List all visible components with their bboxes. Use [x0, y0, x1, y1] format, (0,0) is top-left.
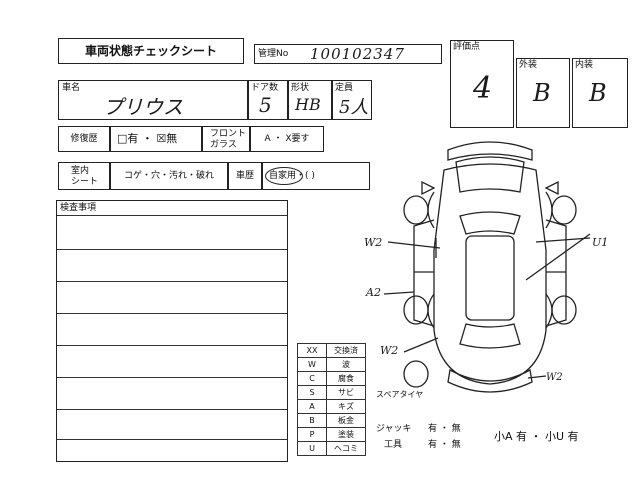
legend-code: S — [297, 385, 327, 400]
repair-options: □有 ・ ☒無 — [110, 126, 202, 152]
shape-value: HB — [295, 95, 321, 114]
interior-rating-box: 内装 B — [572, 58, 628, 128]
doors-label: ドア数 — [251, 83, 279, 93]
overall-rating-value: 4 — [473, 71, 493, 106]
car-name-value: プリウス — [103, 95, 183, 119]
wheel-front-right — [551, 195, 577, 225]
right-side — [545, 219, 567, 327]
mark-a2-left-line — [383, 291, 415, 295]
car-diagram — [383, 141, 591, 393]
usage-label: 車歴 — [228, 162, 262, 190]
legend-meaning: 板金 — [326, 413, 366, 428]
shape-label: 形状 — [291, 83, 310, 93]
usage-circle-mark — [265, 167, 303, 185]
legend-code: U — [297, 441, 327, 456]
repair-label: 修復歴 — [70, 134, 98, 144]
mark-u1-right: U1 — [592, 236, 609, 249]
legend-code: P — [297, 427, 327, 442]
interior-label-box: 室内 シート — [58, 162, 110, 190]
doors-value: 5 — [259, 93, 272, 117]
legend-code: B — [297, 413, 327, 428]
car-name-label: 車名 — [62, 83, 81, 93]
exterior-rating-value: B — [533, 79, 551, 107]
roof — [465, 235, 515, 321]
capacity-value: 5人 — [339, 97, 369, 118]
management-label: 管理No — [258, 49, 289, 59]
usage-box: 自家用・( ) — [262, 162, 370, 190]
mark-u1-right-line — [525, 233, 591, 281]
shape-box: 形状 HB — [288, 80, 332, 120]
capacity-label: 定員 — [335, 83, 354, 93]
inspection-notes-box: 検査事項 — [56, 200, 288, 462]
windshield-label-box: フロント ガラス — [202, 126, 250, 152]
wheel-front-left — [403, 195, 429, 225]
legend-meaning: 塗装 — [326, 427, 366, 442]
front-bumper — [447, 141, 533, 161]
overall-rating-label: 評価点 — [453, 42, 481, 52]
doors-box: ドア数 5 — [248, 80, 288, 120]
mark-w2-left: W2 — [364, 236, 383, 249]
wheel-rear-left — [403, 295, 429, 325]
hood — [455, 156, 525, 193]
tools-value: 有 ・ 無 — [428, 440, 461, 450]
damage-summary: 小A 有 ・ 小U 有 — [494, 430, 579, 443]
windshield — [459, 211, 521, 235]
legend-code: W — [297, 357, 327, 372]
rear-bumper — [447, 368, 533, 393]
mark-w2-rear: W2 — [546, 372, 563, 383]
tools-label: 工具 — [384, 440, 403, 450]
rear-window — [459, 323, 521, 349]
interior-rating-label: 内装 — [575, 60, 594, 70]
mark-a2-left: A2 — [366, 286, 381, 299]
windshield-label: フロント ガラス — [210, 129, 247, 150]
spare-tire — [403, 360, 429, 388]
jack-label: ジャッキ — [376, 424, 412, 434]
exterior-rating-box: 外装 B — [516, 58, 570, 128]
repair-no-checkbox[interactable]: ☒無 — [156, 132, 178, 145]
interior-label: 室内 シート — [71, 166, 99, 187]
repair-yes-checkbox[interactable]: □有 — [117, 132, 139, 145]
left-side — [413, 219, 435, 327]
legend-code: A — [297, 399, 327, 414]
jack-value: 有 ・ 無 — [428, 424, 461, 434]
spare-tire-label: スペアタイヤ — [376, 390, 424, 399]
mark-w2-bottom-line — [403, 337, 439, 353]
interior-rating-value: B — [589, 79, 607, 107]
interior-options: コゲ・穴・汚れ・破れ — [110, 162, 228, 190]
windshield-value: A ・ X要す — [250, 126, 324, 152]
inspection-notes-label: 検査事項 — [60, 203, 97, 213]
repair-separator: ・ — [141, 132, 153, 145]
wheel-rear-right — [551, 295, 577, 325]
mark-w2-rear-line — [527, 375, 547, 379]
mark-w2-bottom: W2 — [380, 344, 399, 357]
legend-code: XX — [297, 343, 327, 358]
body-outline — [433, 163, 547, 385]
overall-rating-box: 評価点 4 — [450, 40, 514, 128]
capacity-box: 定員 5人 — [332, 80, 372, 120]
car-name-box: 車名 プリウス — [58, 80, 248, 120]
exterior-rating-label: 外装 — [519, 60, 538, 70]
legend-code: C — [297, 371, 327, 386]
management-number: 100102347 — [310, 45, 405, 63]
mark-w2-left-line — [387, 241, 441, 249]
page-title: 車両状態チェックシート — [84, 44, 217, 58]
management-box: 管理No 100102347 — [254, 44, 442, 64]
title-box: 車両状態チェックシート — [58, 38, 244, 64]
repair-label-box: 修復歴 — [58, 126, 110, 152]
legend-meaning: ヘコミ — [326, 441, 366, 456]
